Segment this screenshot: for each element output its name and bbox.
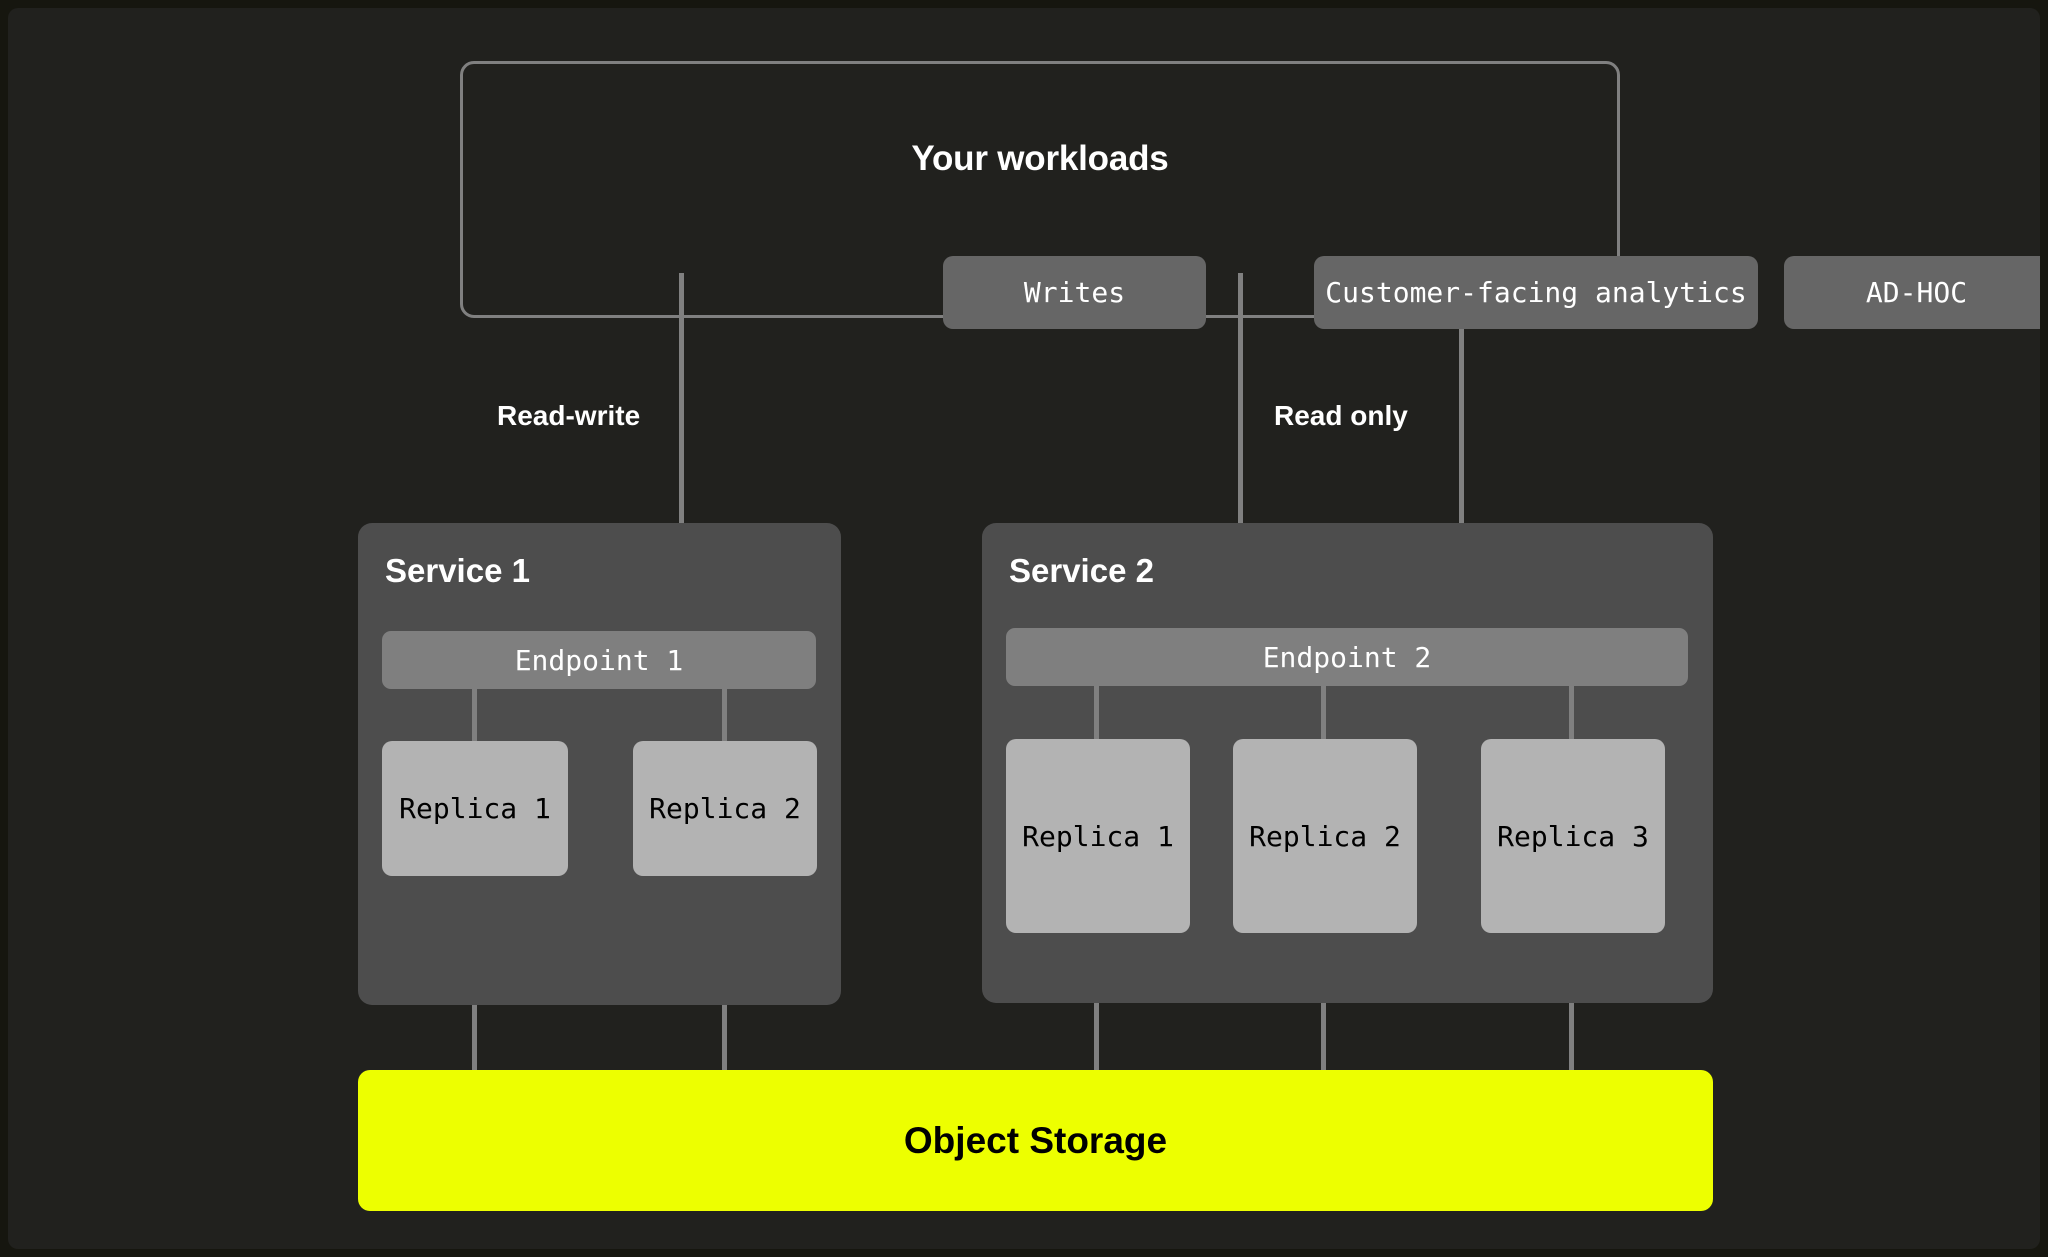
flow-label-read-write: Read-write xyxy=(497,400,641,431)
diagram-canvas: Your workloads Writes Customer-facing an… xyxy=(8,8,2040,1249)
service-1-replica-2[interactable]: Replica 2 xyxy=(633,741,817,876)
service-2-replica-1[interactable]: Replica 1 xyxy=(1006,739,1190,933)
workloads-container: Your workloads Writes Customer-facing an… xyxy=(460,61,2040,329)
endpoint-bar-2[interactable]: Endpoint 2 xyxy=(1006,628,1688,686)
connector-adhoc-to-endpoint2 xyxy=(1459,273,1464,598)
connector-writes-to-endpoint1 xyxy=(679,273,684,603)
service-1-replica-1[interactable]: Replica 1 xyxy=(382,741,568,876)
connector-endpoint1-to-replica1 xyxy=(472,683,477,745)
connector-endpoint2-to-replica1 xyxy=(1094,681,1099,743)
connector-analytics-to-endpoint2 xyxy=(1238,273,1243,598)
object-storage-bar[interactable]: Object Storage xyxy=(358,1070,1713,1211)
workload-button-ad-hoc[interactable]: AD-HOC xyxy=(1784,256,2040,329)
connector-endpoint2-to-replica3 xyxy=(1569,681,1574,743)
service-1-title: Service 1 xyxy=(385,552,530,589)
workloads-title: Your workloads xyxy=(911,139,1169,178)
connector-endpoint1-to-replica2 xyxy=(722,683,727,745)
service-2-replica-2[interactable]: Replica 2 xyxy=(1233,739,1417,933)
service-2-replica-3[interactable]: Replica 3 xyxy=(1481,739,1665,933)
service-box-2: Service 2 Endpoint 2 Replica 1 Replica 2… xyxy=(982,523,1713,1003)
flow-label-read-only: Read only xyxy=(1274,400,1408,431)
service-box-1: Service 1 Endpoint 1 Replica 1 Replica 2 xyxy=(358,523,841,1005)
workload-button-writes[interactable]: Writes xyxy=(943,256,1206,329)
endpoint-bar-1[interactable]: Endpoint 1 xyxy=(382,631,816,689)
workload-button-customer-facing-analytics[interactable]: Customer-facing analytics xyxy=(1314,256,1758,329)
connector-endpoint2-to-replica2 xyxy=(1321,681,1326,743)
service-2-title: Service 2 xyxy=(1009,552,1154,589)
